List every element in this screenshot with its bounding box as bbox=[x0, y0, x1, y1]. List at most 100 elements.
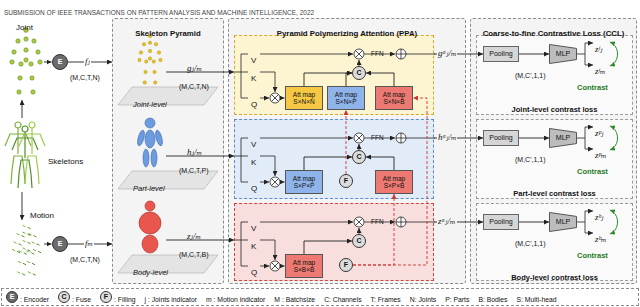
node-text: M : Batchsize bbox=[274, 296, 315, 303]
text-holder: Pooling bbox=[489, 218, 512, 226]
text-holder: Pooling bbox=[489, 50, 512, 58]
node-text: zᵖⱼ bbox=[595, 128, 603, 138]
node-text: Att map S×P×P bbox=[293, 175, 315, 189]
mlp-outline bbox=[550, 45, 577, 64]
text-holder: (M,C',1,1) bbox=[515, 148, 546, 166]
filling-circle: F bbox=[339, 258, 353, 272]
text-holder: Att map S×P×P bbox=[286, 175, 322, 190]
text-holder: (M,C',1,1) bbox=[515, 232, 546, 250]
attention-map: Att map S×N×B bbox=[375, 86, 413, 110]
text-holder: V bbox=[251, 217, 256, 235]
figure-arrow bbox=[22, 100, 23, 118]
text-holder: K bbox=[251, 151, 256, 169]
attention-map: Att map S×N×N bbox=[285, 86, 323, 110]
node-text: Att map S×N×N bbox=[293, 91, 315, 105]
text-holder: Pooling bbox=[489, 134, 512, 142]
node-text: FFN bbox=[371, 50, 384, 57]
skeleton-figure bbox=[5, 122, 31, 184]
figure-arrow bbox=[22, 192, 23, 220]
node-text: zᵖₘ bbox=[595, 150, 607, 160]
text-holder: Att map S×N×P bbox=[328, 91, 364, 106]
node-text: Q bbox=[251, 268, 257, 277]
node-text: N: Joints bbox=[410, 296, 436, 303]
text-holder: M : Batchsize bbox=[274, 288, 315, 306]
fuse-circle: C bbox=[352, 150, 366, 164]
text-holder: (M,C,T,N) bbox=[70, 66, 100, 84]
node-text: Joint-level contrast loss bbox=[512, 105, 598, 114]
pooling-box: Pooling bbox=[483, 214, 519, 230]
node-text: Part-level contrast loss bbox=[513, 189, 596, 198]
text-holder: N: Joints bbox=[410, 288, 436, 306]
node-text: C bbox=[62, 293, 67, 300]
text-holder: P: Parts bbox=[445, 288, 469, 306]
text-holder: Q bbox=[251, 93, 257, 111]
node-text: Contrast bbox=[577, 167, 608, 176]
text-holder: C: Channels bbox=[324, 288, 361, 306]
text-holder: E bbox=[10, 293, 15, 301]
node-text: Pooling bbox=[489, 218, 512, 225]
text-holder: K bbox=[251, 235, 256, 253]
text-holder: Contrast bbox=[577, 244, 608, 262]
node-text: Att map S×B×B bbox=[293, 259, 315, 273]
text-holder: zʲₘ bbox=[595, 60, 606, 78]
node-text: C: Channels bbox=[324, 296, 361, 303]
fuse-circle: C bbox=[58, 291, 70, 303]
edge-label: gᵃⱼ/ₘ bbox=[437, 48, 457, 58]
text-holder: Body-level contrast loss bbox=[477, 266, 632, 284]
text-holder: Q bbox=[251, 177, 257, 195]
filling-circle: F bbox=[339, 174, 353, 188]
node-text: B: Bodies bbox=[478, 296, 507, 303]
node-text: FFN bbox=[371, 218, 384, 225]
pooling-box: Pooling bbox=[483, 130, 519, 146]
node-text: E bbox=[10, 293, 15, 300]
text-holder: gᵃⱼ/ₘ bbox=[437, 42, 457, 60]
text-holder: zᵇₘ bbox=[595, 228, 606, 246]
text-holder: Contrast bbox=[577, 160, 608, 178]
node-text: MLP bbox=[556, 218, 570, 225]
text-holder: (M,C,T,B) bbox=[179, 243, 209, 261]
node-text: V bbox=[251, 224, 256, 233]
filling-circle: F bbox=[100, 291, 112, 303]
text-holder: zᵖₘ bbox=[595, 144, 607, 162]
text-holder: j : Joints indicator bbox=[145, 288, 198, 306]
text-holder: FFN bbox=[371, 42, 384, 60]
figure-label: Joint bbox=[16, 23, 33, 32]
node-text: zᵇₘ bbox=[595, 234, 606, 244]
edge-label: hᵃⱼ/ₘ bbox=[437, 132, 457, 142]
node-text: Att map S×P×B bbox=[383, 175, 405, 189]
node-text: C bbox=[356, 153, 361, 160]
node-text: Q bbox=[251, 100, 257, 109]
node-text: Coarse-to-fine Contrastive Loss (CCL) bbox=[483, 29, 625, 38]
text-holder: (M,C,T,N) bbox=[179, 75, 209, 93]
motion-figure bbox=[17, 227, 41, 275]
text-holder: C bbox=[356, 153, 361, 161]
text-holder: (M,C,T,P) bbox=[179, 159, 209, 177]
encoder-circle: E bbox=[6, 291, 18, 303]
mlp-outline bbox=[550, 213, 577, 232]
node-text: Skeleton Pyramid bbox=[135, 29, 200, 38]
text-holder: Coarse-to-fine Contrastive Loss (CCL) bbox=[471, 22, 636, 40]
text-holder: MLP bbox=[556, 218, 570, 226]
node-text: Pooling bbox=[489, 134, 512, 141]
figure-arrow bbox=[44, 244, 52, 245]
text-holder: zʲⱼ bbox=[595, 38, 602, 56]
contrast-loss-box: (M,C',1,1) zᵖⱼ zᵖₘContrastPart-level contr… bbox=[476, 119, 633, 199]
text-holder: (M,C',1,1) bbox=[515, 64, 546, 82]
text-holder: E bbox=[58, 58, 63, 66]
node-text: : Encoder bbox=[20, 296, 49, 303]
text-holder: : Fuse bbox=[72, 288, 91, 306]
node-text: K bbox=[251, 158, 256, 167]
node-text: Joint-level bbox=[133, 100, 167, 109]
node-text: E bbox=[58, 58, 63, 65]
node-text: j : Joints indicator bbox=[145, 296, 198, 303]
text-holder: Motion bbox=[30, 204, 54, 222]
node-text: T: Frames bbox=[371, 296, 401, 303]
encoder-circle: E bbox=[52, 54, 68, 70]
node-text: (M,C,T,B) bbox=[179, 251, 209, 258]
node-text: K bbox=[251, 242, 256, 251]
text-holder: V bbox=[251, 133, 256, 151]
legend-box: : Encoder: Fuse: Fillingj : Joints indic… bbox=[1, 288, 639, 306]
edge-label: fₘ bbox=[84, 238, 94, 248]
text-holder: : Encoder bbox=[20, 288, 49, 306]
